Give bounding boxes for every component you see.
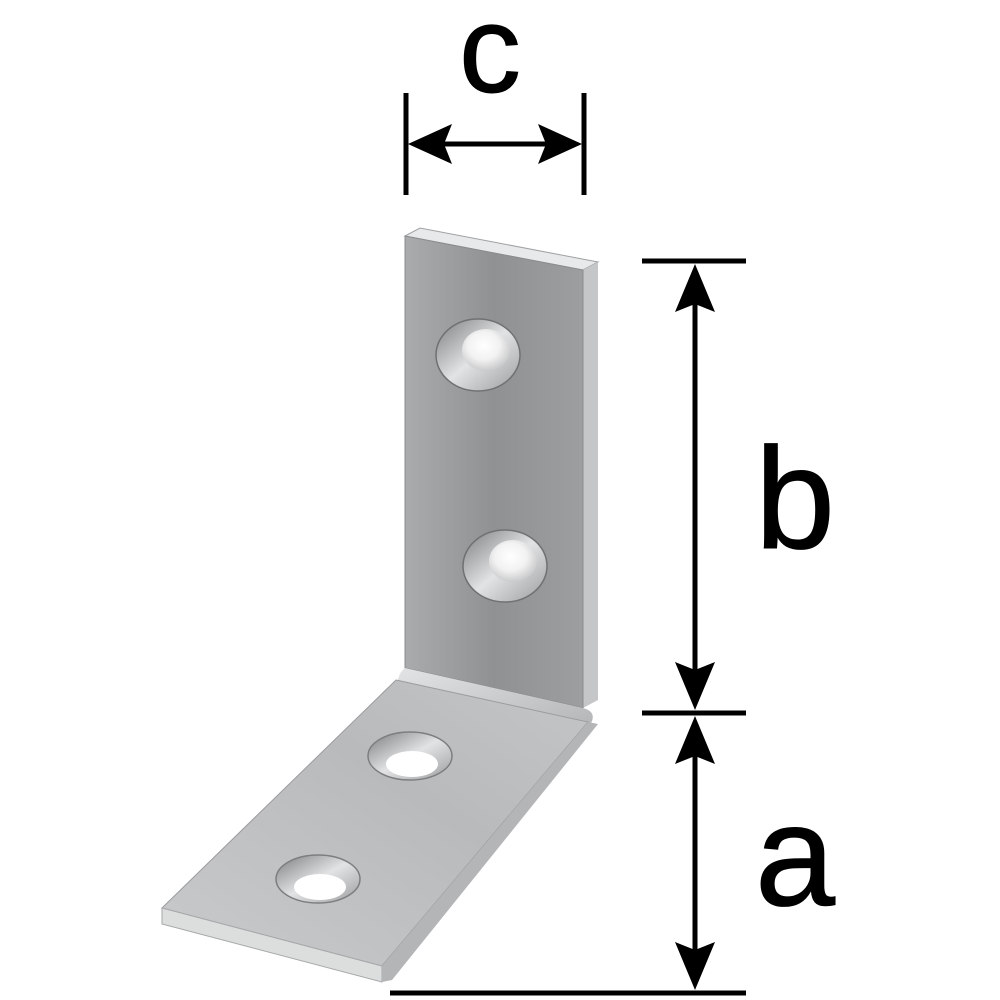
arrowhead-icon [675, 264, 715, 312]
vertical-leg-side-edge [583, 262, 598, 708]
dimension-label-c: c [459, 0, 521, 119]
dimension-label-b: b [755, 418, 835, 579]
horizontal-leg-side-edge [382, 722, 598, 982]
vertical-leg-face [404, 235, 584, 709]
angle-bracket-icon [161, 227, 600, 983]
arrowhead-icon [675, 662, 715, 710]
arrowhead-icon [538, 124, 582, 164]
countersunk-hole-icon [435, 318, 521, 392]
dimension-label-a: a [755, 775, 836, 936]
arrowhead-icon [675, 942, 715, 990]
countersunk-hole-icon [275, 854, 361, 904]
arrowhead-icon [408, 124, 452, 164]
dimension-a: a [390, 716, 836, 996]
dimension-b: b [642, 258, 836, 716]
horizontal-leg-face [161, 679, 589, 967]
dimension-c: c [403, 0, 587, 195]
countersunk-hole-icon [462, 529, 548, 603]
countersunk-hole-icon [367, 731, 453, 781]
arrowhead-icon [675, 716, 715, 764]
